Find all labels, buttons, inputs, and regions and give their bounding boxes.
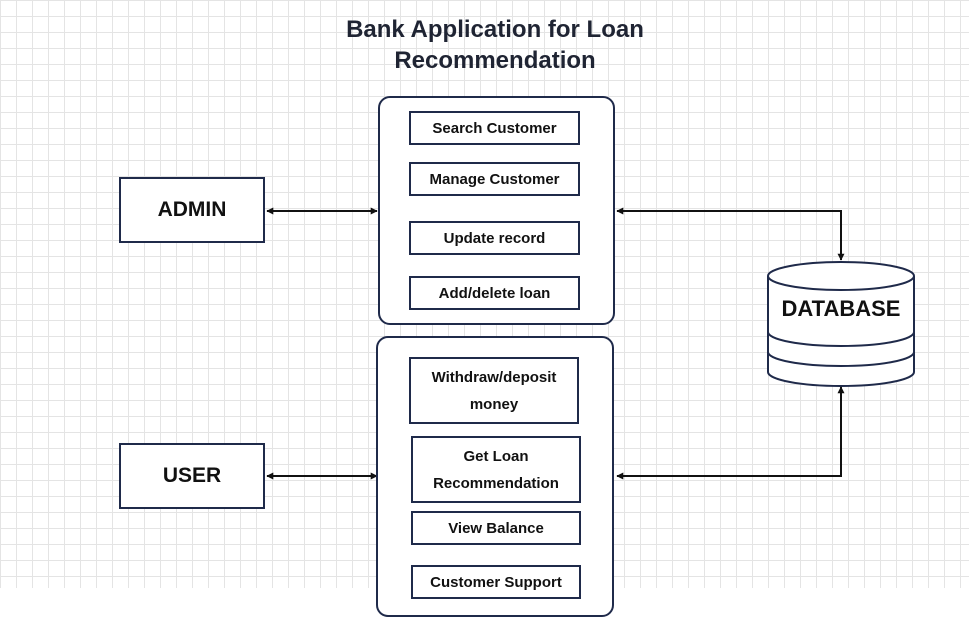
database-cylinder: [767, 261, 915, 387]
admin-function-add-delete-loan: Add/delete loan: [409, 276, 580, 310]
user-function-label: Customer Support: [430, 573, 562, 591]
user-function-view-balance: View Balance: [411, 511, 581, 545]
admin-function-label: Update record: [443, 229, 546, 247]
user-function-withdraw-deposit: Withdraw/deposit money: [409, 357, 579, 424]
user-panel-to-database-arrow: [616, 386, 845, 480]
user-function-customer-support: Customer Support: [411, 565, 581, 599]
admin-function-manage-customer: Manage Customer: [409, 162, 580, 196]
diagram-title: Bank Application for Loan Recommendation: [346, 16, 644, 74]
user-actor-box: USER: [119, 443, 265, 509]
admin-function-update-record: Update record: [409, 221, 580, 255]
database-label: DATABASE: [781, 296, 901, 321]
admin-function-label: Add/delete loan: [438, 284, 551, 302]
admin-actor-box: ADMIN: [119, 177, 265, 243]
admin-panel-to-database-arrow: [616, 207, 845, 261]
admin-function-label: Manage Customer: [429, 170, 560, 188]
admin-function-label: Search Customer: [432, 119, 557, 137]
user-function-label: View Balance: [448, 519, 544, 537]
user-function-label: Withdraw/deposit money: [431, 368, 557, 413]
admin-function-search-customer: Search Customer: [409, 111, 580, 145]
user-function-get-loan-recommendation: Get Loan Recommendation: [411, 436, 581, 503]
user-function-label: Get Loan Recommendation: [433, 447, 559, 492]
admin-actor-label: ADMIN: [157, 198, 227, 221]
user-actor-label: USER: [162, 464, 222, 487]
